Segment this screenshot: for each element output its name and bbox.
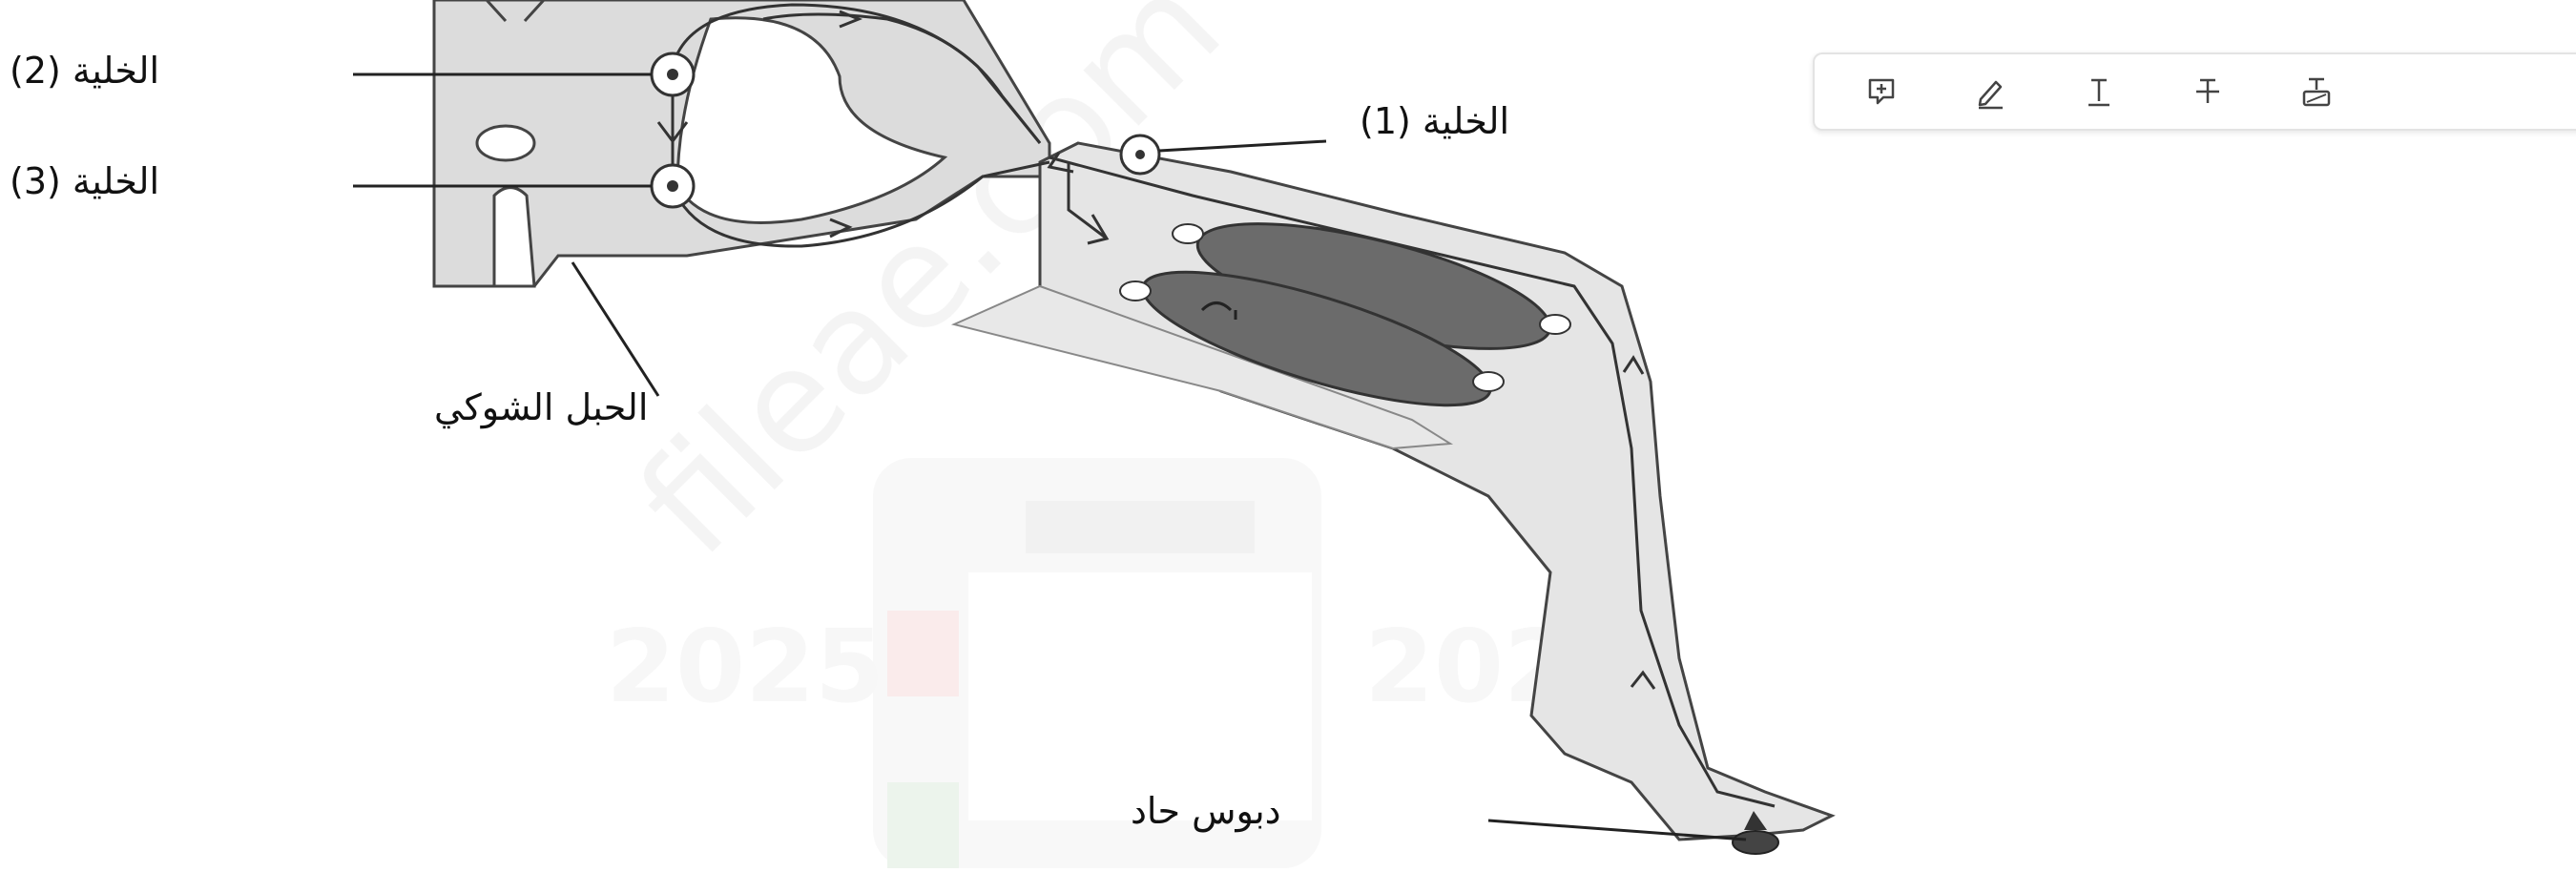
label-cell-2: الخلية (2) [10,50,159,92]
watermark-flag-white [887,696,959,782]
tendon-end [1473,372,1504,391]
label-cell-3: الخلية (3) [10,160,159,202]
leader-spinal-cord [572,262,658,396]
tendon-end [1173,224,1203,243]
text-box-button[interactable] [2290,65,2343,118]
text-box-icon [2297,73,2336,111]
label-sharp-pin: دبوس حاد [1131,790,1281,832]
add-comment-button[interactable] [1855,65,1908,118]
central-canal [477,126,534,160]
tendon-end [1540,315,1570,334]
watermark-year-left: 2025 [606,609,884,725]
label-cell-1: الخلية (1) [1360,100,1509,142]
label-spinal-cord: الحبل الشوكي [434,386,648,428]
watermark-flag-red [887,611,959,696]
highlight-pen-icon [1971,73,2009,111]
annotation-toolbar [1813,52,2576,131]
highlight-button[interactable] [1963,65,2017,118]
add-comment-icon [1862,73,1901,111]
tendon-end [1120,281,1151,301]
text-cursor-icon [2080,73,2118,111]
watermark-phone-screen [968,572,1312,820]
watermark-phone-slot [1026,501,1255,553]
strikethrough-icon [2189,73,2227,111]
watermark-flag-green [887,782,959,868]
cell-body-2 [652,53,694,95]
spinal-cord-fissure [494,188,534,287]
leader-cell-1 [1159,141,1326,151]
text-button[interactable] [2072,65,2126,118]
cell-body-3 [652,165,694,207]
cell-body-1 [1121,135,1159,174]
strikethrough-button[interactable] [2181,65,2234,118]
